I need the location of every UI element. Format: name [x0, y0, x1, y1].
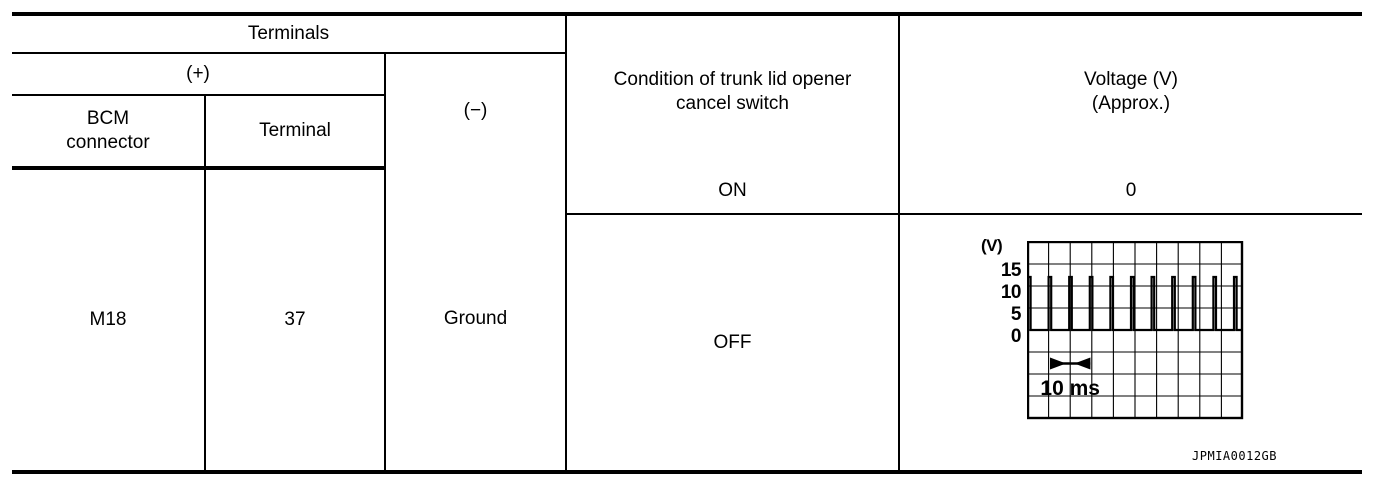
cell-voltage-on: 0 — [898, 168, 1362, 215]
header-bcm-connector-line2: connector — [66, 132, 150, 153]
cell-bcm-connector: M18 — [12, 168, 205, 474]
oscilloscope-figure: (V) 15 10 5 0 — [981, 235, 1281, 463]
header-bcm-connector-line1: BCM — [86, 108, 130, 130]
header-negative: (−) — [384, 53, 566, 168]
cell-condition-on: ON — [565, 168, 899, 215]
header-positive: (+) — [12, 53, 385, 96]
header-bcm-connector: BCM connector — [12, 95, 205, 170]
header-terminal: Terminal — [204, 95, 385, 170]
header-terminals: Terminals — [12, 12, 566, 54]
voltage-spec-table: Terminals Condition of trunk lid opener … — [12, 12, 1362, 474]
header-voltage: Voltage (V) (Approx.) — [898, 12, 1362, 168]
table-row-on: M18 37 Ground ON 0 — [12, 168, 1362, 474]
scope-ytick-10: 10 — [1000, 282, 1022, 303]
header-condition-line1: Condition of trunk lid opener — [613, 69, 852, 91]
header-row-3: BCM connector Terminal — [12, 95, 1362, 170]
scope-y-unit-label: (V) — [981, 236, 1003, 255]
cell-terminal: 37 — [204, 168, 385, 474]
cell-condition-off: OFF — [565, 214, 899, 474]
header-condition-line2: cancel switch — [676, 93, 789, 114]
header-row-1: Terminals Condition of trunk lid opener … — [12, 12, 1362, 168]
scope-timebase-label: 10 ms — [1040, 377, 1100, 400]
figure-reference-code: JPMIA0012GB — [1192, 449, 1277, 463]
header-condition: Condition of trunk lid opener cancel swi… — [565, 12, 899, 168]
scope-ytick-5: 5 — [1010, 304, 1022, 325]
header-voltage-line1: Voltage (V) — [1084, 69, 1178, 91]
scope-waveform-trace — [1028, 275, 1242, 332]
scope-timebase-arrow — [1050, 357, 1091, 370]
scope-grid-and-trace: 10 ms — [1027, 241, 1244, 420]
table-row-off: OFF (V) 15 10 5 0 — [12, 214, 1362, 474]
cell-voltage-off-waveform: (V) 15 10 5 0 — [898, 214, 1362, 474]
scope-ytick-0: 0 — [1010, 326, 1022, 347]
header-row-2: (+) (−) — [12, 53, 1362, 168]
scope-ytick-15: 15 — [1000, 260, 1022, 281]
header-voltage-line2: (Approx.) — [1091, 93, 1171, 114]
cell-negative: Ground — [384, 168, 566, 474]
